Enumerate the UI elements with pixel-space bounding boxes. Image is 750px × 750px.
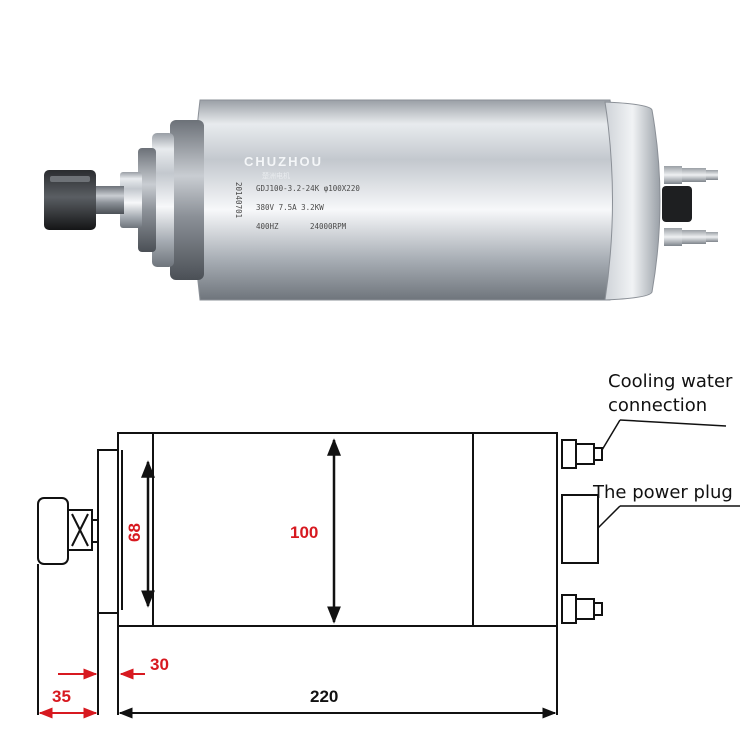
front-flange-outer (170, 120, 204, 280)
cooling-leader (601, 419, 621, 451)
collet-nut-highlight (50, 176, 90, 182)
cooling-callout-line2: connection (608, 395, 707, 416)
cooling-callout-line1: Cooling water (608, 371, 733, 392)
nameplate-speed: 24000RPM (310, 222, 347, 231)
drawing-power-plug (561, 494, 599, 564)
drawing-nose (97, 449, 119, 614)
dim-68-label: 68 (125, 523, 144, 542)
spindle-barrel (193, 99, 618, 301)
drawing-collet-hex (67, 509, 93, 551)
spindle-motor-photo: CHUZHOU 楚洲电机 GDJ100-3.2-24K φ100X220 380… (44, 99, 718, 301)
cooling-fitting-top (664, 166, 718, 184)
dimension-drawing: 68 100 30 35 220 Cooling water connectio… (37, 371, 740, 719)
nameplate-model: GDJ100-3.2-24K φ100X220 (256, 184, 360, 193)
rear-end-cap (604, 101, 661, 301)
drawing-fitting-top (561, 439, 577, 469)
collet-nut (44, 170, 96, 230)
front-flange-inner (138, 148, 156, 252)
power-plug-callout: The power plug (592, 482, 733, 503)
drawing-collet-nut (37, 497, 69, 565)
drawing-body-outline (152, 432, 558, 627)
cooling-fitting-bottom (664, 228, 718, 246)
nameplate-serial: 20140701 (234, 182, 243, 218)
spindle-nose (120, 172, 142, 228)
nameplate-electrical: 380V 7.5A 3.2KW (256, 203, 324, 212)
drawing-fitting-bottom (561, 594, 577, 624)
brand-subtitle: 楚洲电机 (262, 171, 290, 180)
brand-logo: CHUZHOU (244, 154, 323, 169)
rear-plug-base (662, 186, 692, 222)
dim-30-label: 30 (150, 655, 169, 674)
nameplate-frequency: 400HZ (256, 222, 279, 231)
dim-35-label: 35 (52, 687, 71, 706)
dim-100-label: 100 (290, 523, 318, 542)
front-flange-mid (152, 133, 174, 267)
dim-220-label: 220 (310, 687, 338, 706)
spindle-shaft (92, 186, 124, 214)
power-leader (597, 505, 621, 529)
